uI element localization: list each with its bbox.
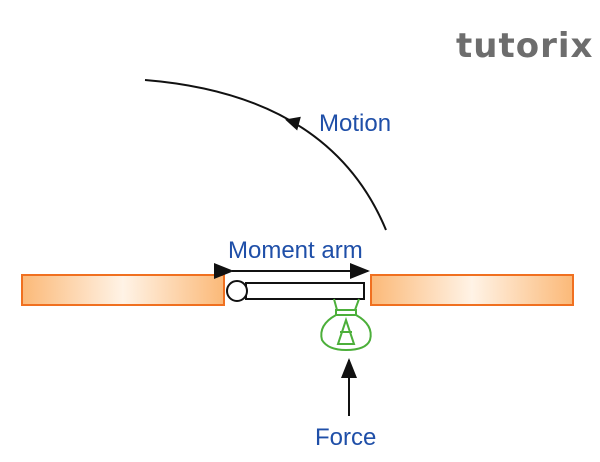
motion-label: Motion <box>319 110 392 137</box>
left-wall-plank <box>21 274 225 306</box>
force-label: Force <box>315 424 377 451</box>
tutorix-logo: tutorix <box>456 26 594 66</box>
hinge-pivot <box>226 280 248 302</box>
weight-bag-icon <box>320 298 372 352</box>
motion-arc <box>144 79 387 231</box>
moment-arm-label: Moment arm <box>228 237 363 264</box>
motion-arrowhead <box>285 116 301 131</box>
door-bar <box>245 282 365 300</box>
right-wall-plank <box>370 274 574 306</box>
